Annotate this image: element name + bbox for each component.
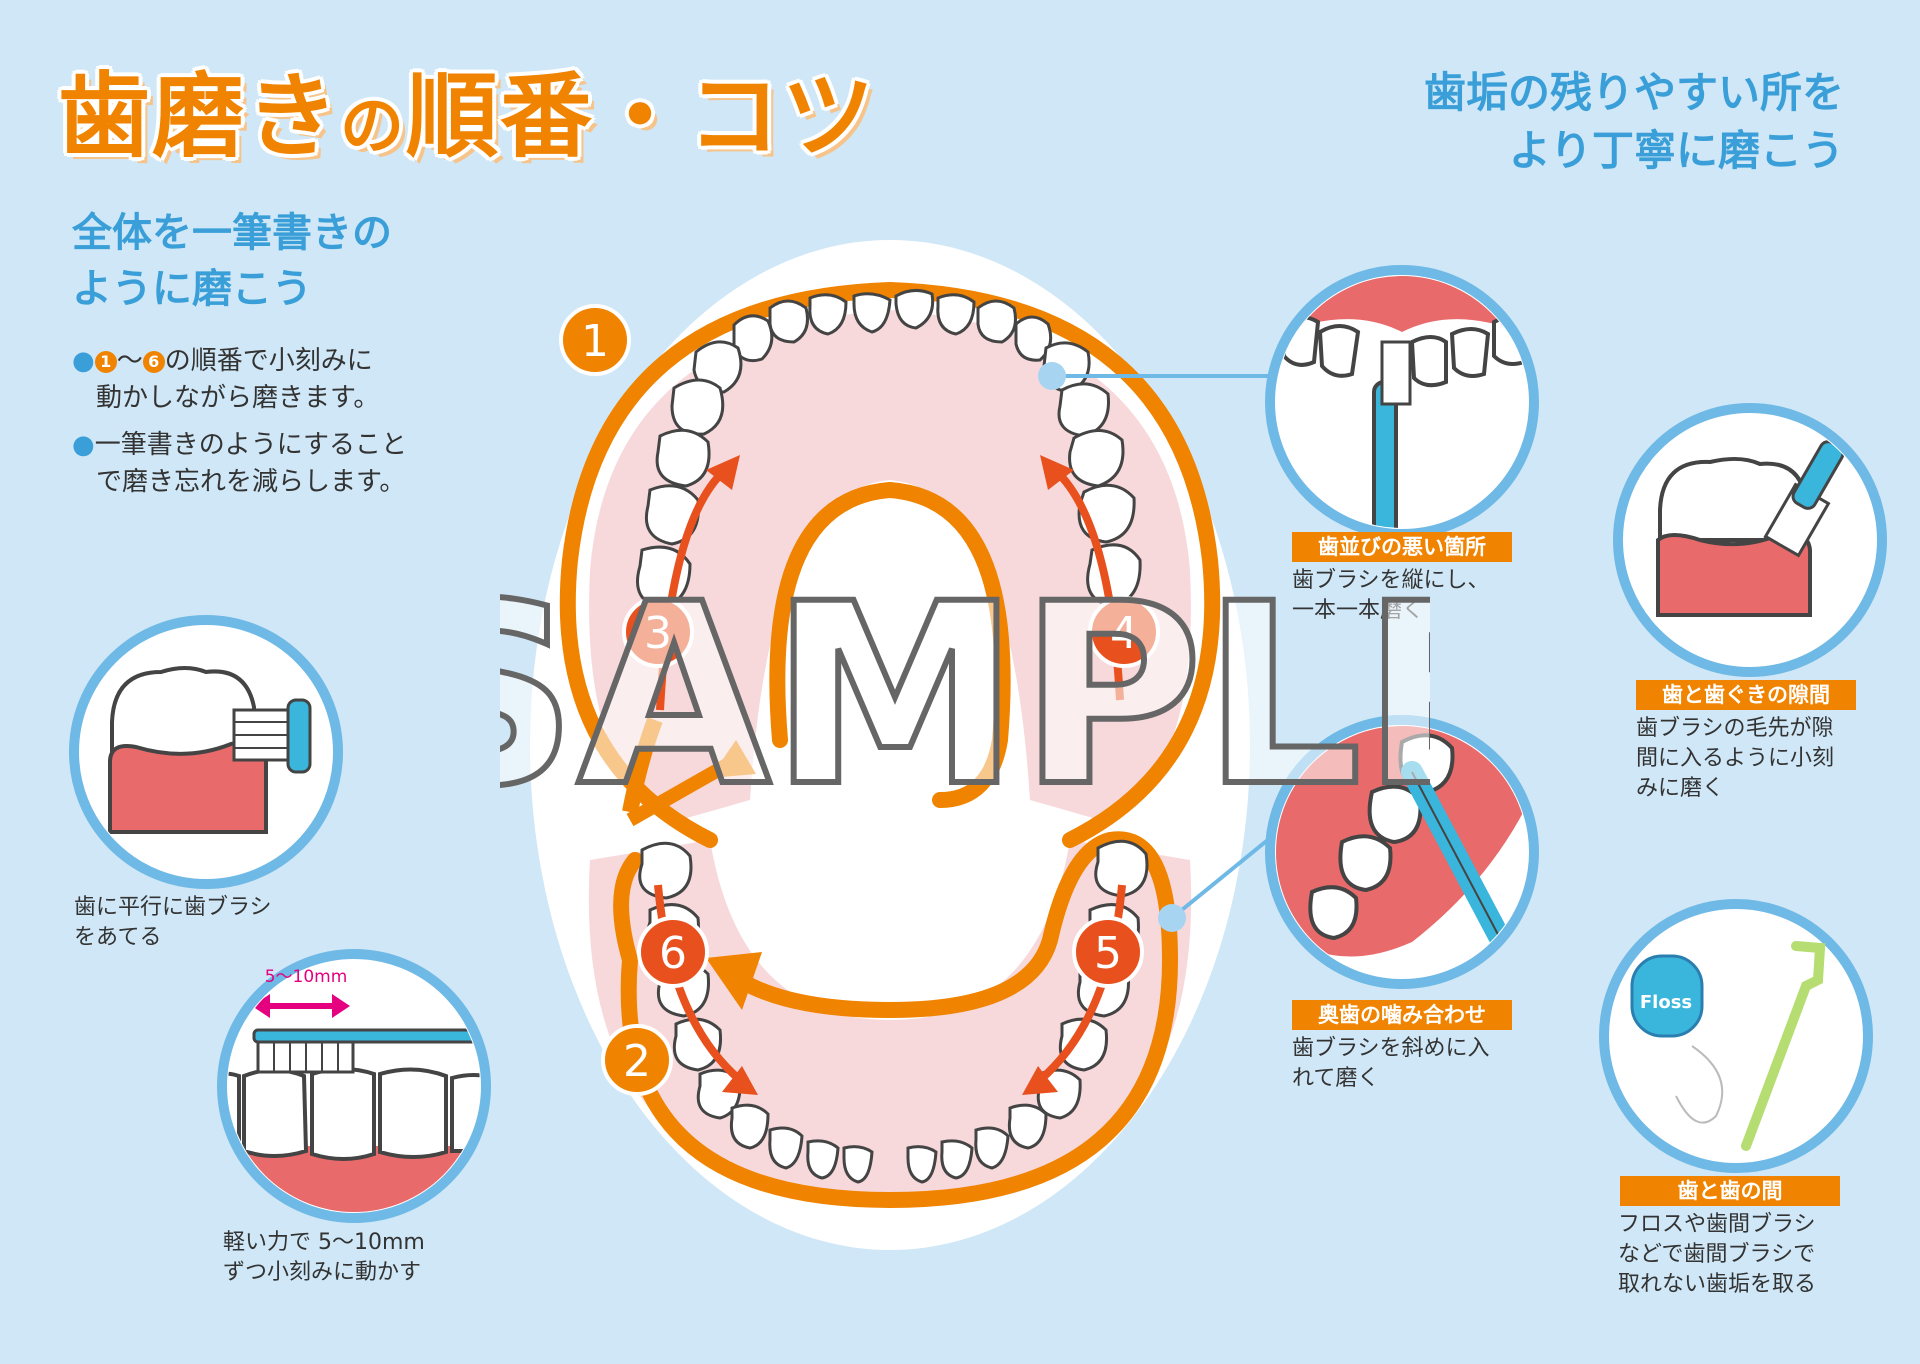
parallel-caption-line-1: 歯に平行に歯ブラシ bbox=[74, 895, 272, 920]
route-outer-upper bbox=[559, 281, 1221, 848]
light-force-caption-line-1: 軽い力で 5〜10mm bbox=[223, 1230, 425, 1255]
left-heading-line-1: 全体を一筆書きの bbox=[72, 210, 392, 256]
brush-head-shape bbox=[286, 698, 312, 774]
brush-handle-shape bbox=[252, 1028, 480, 1044]
bullet-tilde: 〜 bbox=[116, 346, 143, 376]
tip-text-back-teeth: 歯ブラシを斜めに入 れて磨く bbox=[1292, 1034, 1490, 1094]
step-badge-4: 4 bbox=[1088, 596, 1160, 668]
tip-gum-line-line-1: 歯ブラシの毛先が隙 bbox=[1636, 716, 1834, 741]
top-right-line-2: より丁寧に磨こう bbox=[1508, 126, 1844, 175]
dental-arch-diagram: 1 2 3 4 5 6 bbox=[530, 240, 1250, 1250]
tip-crooked-line-1: 歯ブラシを縦にし、 bbox=[1292, 568, 1490, 593]
title-part-2: の bbox=[340, 90, 407, 164]
distance-label: 5〜10mm bbox=[265, 967, 348, 987]
tip-text-crooked: 歯ブラシを縦にし、 一本一本磨く bbox=[1292, 566, 1490, 626]
route-connector bbox=[622, 717, 663, 814]
bullet-1-line-2: 動かしながら磨きます。 bbox=[96, 383, 380, 413]
tip-text-gum-line: 歯ブラシの毛先が隙 間に入るように小刻 みに磨く bbox=[1636, 714, 1834, 804]
bullet-dot: ● bbox=[72, 430, 95, 460]
tip-floss-line-3: 取れない歯垢を取る bbox=[1618, 1272, 1817, 1297]
tooth-shape bbox=[110, 666, 259, 764]
light-force-illustration: 5〜10mm bbox=[217, 949, 491, 1223]
step-badge-6: 6 bbox=[637, 916, 709, 988]
light-force-caption: 軽い力で 5〜10mm ずつ小刻みに動かす bbox=[223, 1228, 425, 1288]
left-heading-line-2: ように磨こう bbox=[72, 266, 312, 312]
step-badge-1: 1 bbox=[559, 304, 631, 376]
bullet-1-line-1: の順番で小刻みに bbox=[164, 346, 373, 376]
num-badge-6: 6 bbox=[142, 351, 165, 373]
tip-label-gum-line: 歯と歯ぐきの隙間 bbox=[1636, 680, 1856, 710]
tip-floss-line-1: フロスや歯間ブラシ bbox=[1618, 1212, 1816, 1237]
step-badge-3: 3 bbox=[622, 596, 694, 668]
num-badge-1: 1 bbox=[94, 351, 117, 373]
tip-gum-line-line-2: 間に入るように小刻 bbox=[1636, 746, 1835, 771]
tip-crooked-line-2: 一本一本磨く bbox=[1292, 598, 1425, 623]
tip-back-teeth-line-1: 歯ブラシを斜めに入 bbox=[1292, 1036, 1490, 1061]
floss-label: Floss bbox=[1640, 992, 1692, 1013]
top-right-line-1: 歯垢の残りやすい所を bbox=[1423, 68, 1844, 117]
teeth-row-shape bbox=[228, 1067, 480, 1161]
title-part-3: 順番・コツ bbox=[406, 63, 877, 170]
upper-gum-area bbox=[589, 310, 1191, 820]
title-part-1: 歯磨き bbox=[58, 63, 341, 170]
bullet-dot: ● bbox=[72, 346, 95, 376]
gum-line-illustration bbox=[1613, 403, 1887, 677]
left-heading: 全体を一筆書きの ように磨こう bbox=[72, 205, 392, 317]
tip-floss-line-2: などで歯間ブラシで bbox=[1618, 1242, 1816, 1267]
bullet-item-2: ●一筆書きのようにすること bbox=[72, 427, 407, 464]
route-inner-upper bbox=[769, 481, 1011, 808]
tip-back-teeth-line-2: れて磨く bbox=[1292, 1066, 1380, 1091]
route-arrowhead-upper bbox=[710, 740, 756, 778]
parallel-brush-illustration bbox=[69, 615, 343, 889]
tip-label-floss: 歯と歯の間 bbox=[1620, 1176, 1840, 1206]
parallel-caption: 歯に平行に歯ブラシ をあてる bbox=[74, 893, 272, 953]
top-right-heading: 歯垢の残りやすい所を より丁寧に磨こう bbox=[1424, 64, 1844, 180]
step-badge-2: 2 bbox=[601, 1024, 673, 1096]
crooked-teeth-illustration bbox=[1265, 265, 1539, 539]
tip-label-crooked: 歯並びの悪い箇所 bbox=[1292, 532, 1512, 562]
svg-text:5: 5 bbox=[1094, 928, 1122, 979]
tip-gum-line-line-3: みに磨く bbox=[1636, 776, 1725, 801]
svg-text:3: 3 bbox=[644, 608, 672, 659]
bullet-2-line-2: で磨き忘れを減らします。 bbox=[96, 467, 406, 497]
svg-text:6: 6 bbox=[659, 928, 687, 979]
bullet-2-line-1: 一筆書きのようにすること bbox=[94, 430, 407, 460]
svg-text:1: 1 bbox=[581, 316, 609, 367]
svg-text:4: 4 bbox=[1110, 608, 1138, 659]
route-arrowhead-lower bbox=[706, 952, 762, 1010]
tip-label-back-teeth: 奥歯の噛み合わせ bbox=[1292, 1000, 1512, 1030]
light-force-caption-line-2: ずつ小刻みに動かす bbox=[223, 1260, 422, 1285]
tip-text-floss: フロスや歯間ブラシ などで歯間ブラシで 取れない歯垢を取る bbox=[1618, 1210, 1816, 1300]
page-title: 歯磨きの順番・コツ bbox=[58, 42, 876, 175]
floss-illustration: Floss bbox=[1599, 899, 1873, 1173]
parallel-caption-line-2: をあてる bbox=[74, 925, 162, 950]
svg-text:2: 2 bbox=[623, 1036, 651, 1087]
step-badge-5: 5 bbox=[1072, 916, 1144, 988]
back-teeth-illustration bbox=[1265, 715, 1539, 989]
connector-lines bbox=[1038, 362, 1282, 932]
